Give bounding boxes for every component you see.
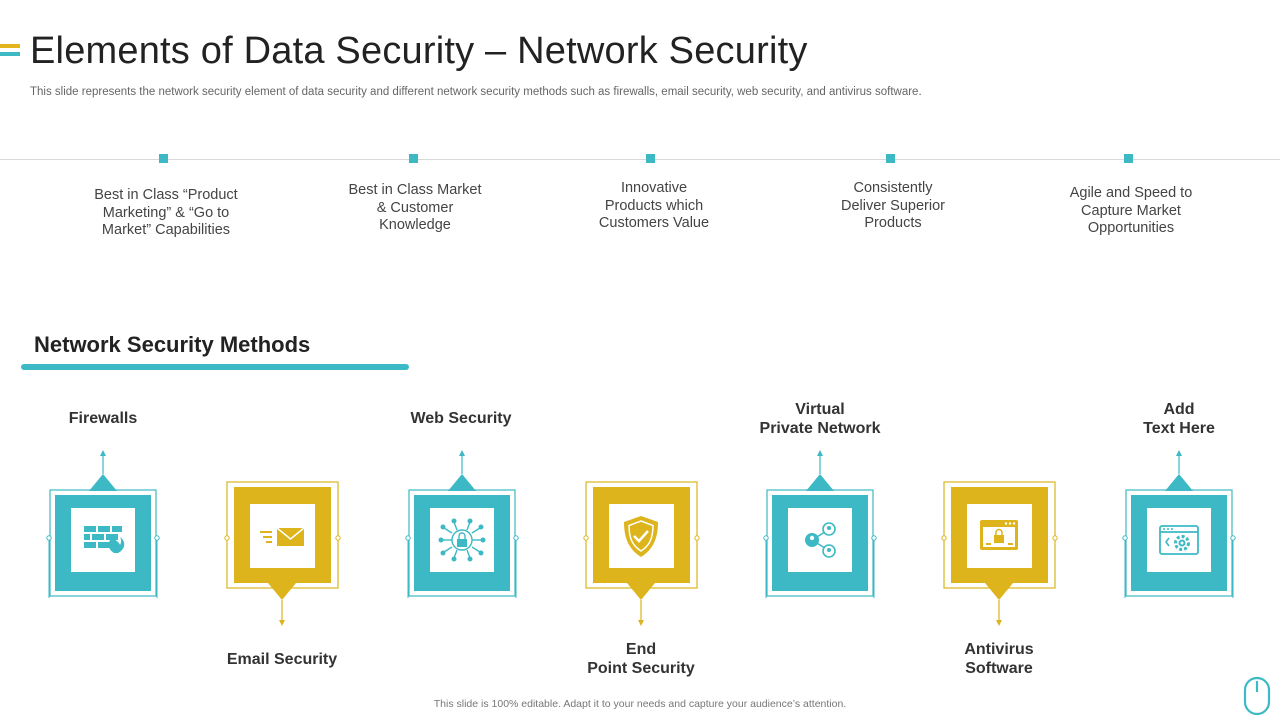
method-card-web-security [405,450,519,598]
method-card-add-text [1122,450,1236,598]
browser-gear-icon [1159,525,1199,555]
page-subtitle: This slide represents the network securi… [30,86,922,98]
firewall-icon [84,526,125,553]
method-card-firewalls [46,450,160,598]
timeline-item: Consistently Deliver Superior Products [841,180,945,231]
section-underline [21,364,409,370]
web-security-icon [438,518,486,562]
method-label-email-security: Email Security [226,651,338,668]
timeline-marker [886,154,895,163]
method-label-add-text: Add Text Here [1143,401,1215,437]
timeline-marker [1124,154,1133,163]
browser-lock-icon [980,520,1018,550]
timeline-marker [409,154,418,163]
footer-note: This slide is 100% editable. Adapt it to… [433,698,847,710]
method-card-email-security [224,481,341,626]
mouse-icon [1243,676,1271,716]
network-nodes-icon [805,522,836,558]
method-card-antivirus-software [941,481,1058,626]
method-label-vpn: Virtual Private Network [759,401,881,437]
timeline-item: Agile and Speed to Capture Market Opport… [1069,185,1193,236]
page-title: Elements of Data Security – Network Secu… [30,30,808,72]
timeline-item: Innovative Products which Customers Valu… [598,180,710,231]
method-label-end-point-security: End Point Security [587,641,695,677]
method-label-antivirus-software: Antivirus Software [964,641,1034,677]
section-heading: Network Security Methods [34,332,311,357]
shield-check-icon [624,516,658,557]
timeline-line [0,159,1280,160]
title-accent-bar [0,44,20,48]
method-card-vpn [763,450,877,598]
title-accent-bar [0,52,20,56]
email-icon [260,527,305,546]
timeline-marker [159,154,168,163]
timeline-item: Best in Class “Product Marketing” & “Go … [94,187,238,238]
timeline-item: Best in Class Market & Customer Knowledg… [348,182,482,233]
timeline-marker [646,154,655,163]
method-label-firewalls: Firewalls [68,410,138,427]
method-label-web-security: Web Security [410,410,512,427]
method-card-end-point-security [583,481,700,626]
